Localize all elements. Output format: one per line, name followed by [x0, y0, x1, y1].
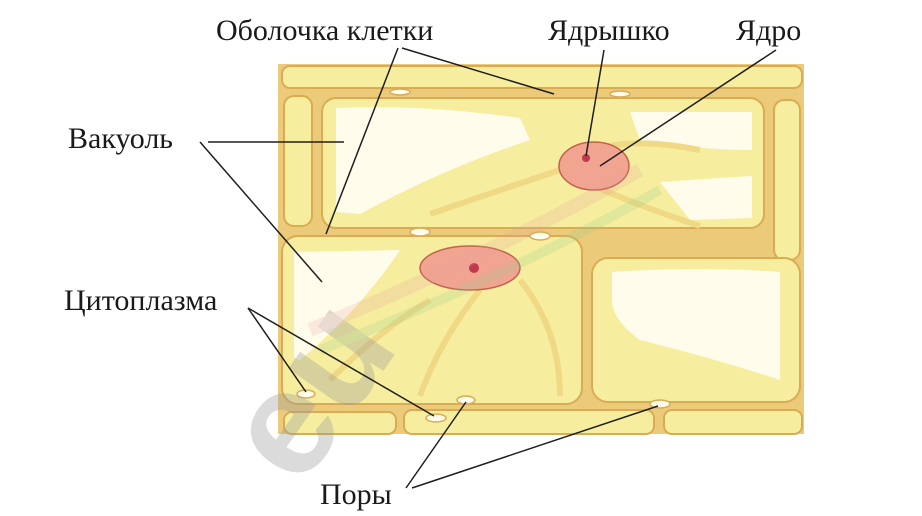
leader-nucleus — [599, 49, 777, 167]
cell-bottom-left — [283, 411, 397, 435]
pores — [296, 88, 671, 423]
cell-top-left-edge — [283, 95, 313, 227]
label-nucleus: Ядро — [736, 14, 802, 47]
pore — [425, 413, 447, 423]
vacuole-middle-right — [612, 269, 780, 380]
label-vacuole: Вакуоль — [68, 122, 173, 155]
leader-membrane-2 — [401, 47, 555, 95]
leader-pores-1 — [405, 401, 467, 489]
nucleus-middle — [419, 245, 521, 291]
leader-cytoplasm-2 — [247, 307, 435, 417]
label-nucleolus: Ядрышко — [548, 14, 670, 47]
vacuole-top-right — [630, 112, 752, 150]
leader-pores-2 — [411, 405, 659, 489]
vacuole-top-left — [336, 107, 530, 214]
leader-cytoplasm-1 — [247, 307, 307, 393]
leader-lines — [199, 47, 777, 489]
vacuole-top-right-lower — [660, 176, 752, 220]
cell-top-strip — [281, 65, 803, 89]
vacuoles — [294, 107, 780, 380]
label-pores: Поры — [320, 478, 392, 511]
pore — [649, 399, 671, 409]
pore — [389, 88, 411, 96]
cell-bottom-right — [663, 409, 803, 435]
nucleus — [558, 141, 630, 191]
leader-nucleolus — [585, 49, 605, 157]
label-cell-membrane: Оболочка клетки — [216, 14, 434, 47]
pore — [456, 395, 476, 405]
pore — [529, 231, 551, 241]
pore — [609, 90, 631, 98]
cell-top-right — [773, 99, 801, 261]
leader-membrane-1 — [325, 47, 399, 235]
nucleolus — [469, 263, 479, 273]
leader-vacuole-2 — [199, 141, 323, 283]
nucleus-top — [558, 141, 630, 191]
nucleolus — [582, 154, 590, 162]
pore — [409, 227, 431, 237]
pore — [296, 389, 316, 399]
vacuole-middle-left — [294, 250, 400, 360]
label-cytoplasm: Цитоплазма — [64, 284, 218, 317]
